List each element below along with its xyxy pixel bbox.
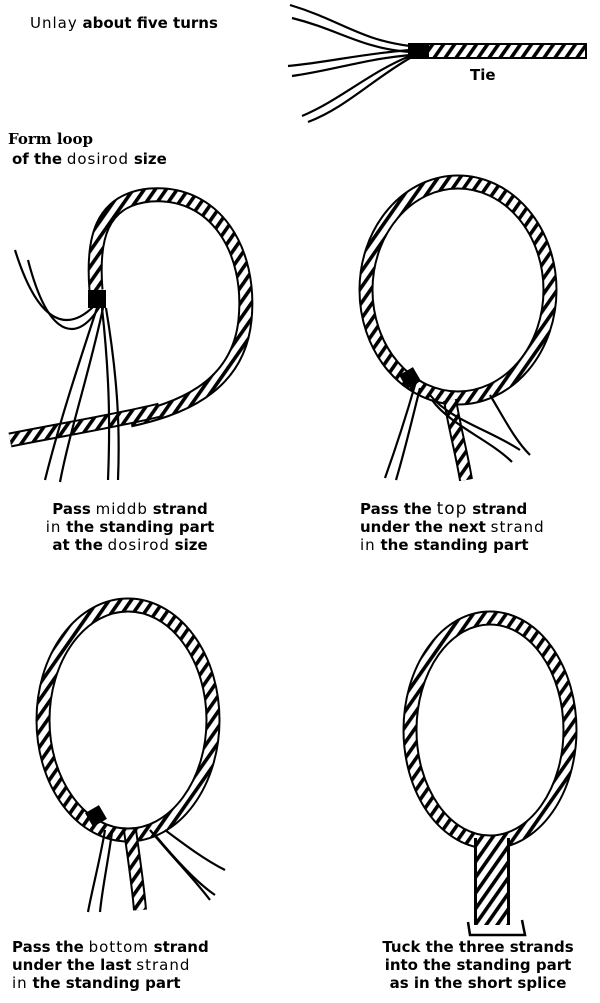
pass-top-caption: Pass the top strand under the next stran… — [360, 500, 545, 554]
pass-top-line1: Pass the top strand — [360, 500, 545, 518]
pass-top-strand-2: strand — [491, 518, 545, 536]
pass-middle-line2: in the standing part — [0, 518, 260, 536]
whipping-tie — [408, 43, 428, 59]
pass-middle-line3: at the dosirod size — [0, 536, 260, 554]
pass-top-standing-part: the standing part — [380, 536, 528, 554]
about-five-turns: about five turns — [83, 14, 218, 32]
pass-middle-in: in — [46, 518, 62, 536]
unlay-caption: Unlay about five turns — [30, 14, 218, 32]
unlaid-rope-figure — [288, 5, 586, 122]
form-loop-dosirod: dosirod — [67, 150, 129, 168]
pass-top-strand-figure — [366, 182, 550, 480]
pass-middle-caption: Pass middb strand in the standing part a… — [0, 500, 260, 554]
pass-middle-at-the: at the — [52, 536, 103, 554]
tuck-line1: Tuck the three strands — [360, 938, 596, 956]
pass-bottom-under-the-last: under the last — [12, 956, 132, 974]
tuck-as-in: as in — [390, 974, 430, 992]
tuck-short-splice: the short splice — [434, 974, 566, 992]
form-loop-size: size — [134, 150, 167, 168]
pass-middle-standing-part: the standing part — [66, 518, 214, 536]
pass-bottom-line1: Pass the bottom strand — [12, 938, 209, 956]
tuck-caption: Tuck the three strands into the standing… — [360, 938, 596, 992]
loose-strands — [288, 5, 410, 122]
pass-top-strand: strand — [472, 500, 527, 518]
pass-bottom-line2: under the last strand — [12, 956, 209, 974]
pass-middle-middb: middb — [96, 500, 148, 518]
pass-bottom-in: in — [12, 974, 28, 992]
pass-top-under-the-next: under the next — [360, 518, 486, 536]
tie-label: Tie — [470, 66, 496, 84]
pass-top-top: top — [437, 499, 468, 519]
unlay-word: Unlay — [30, 14, 78, 32]
tuck-line2: into the standing part — [360, 956, 596, 974]
form-loop-figure — [10, 195, 246, 482]
pass-bottom-line3: in the standing part — [12, 974, 209, 992]
tuck-strands-figure — [410, 618, 570, 935]
pass-middle-size: size — [175, 536, 208, 554]
rope-body — [428, 44, 586, 58]
form-loop-of-the: of the — [12, 150, 62, 168]
pass-bottom-strand: strand — [154, 938, 209, 956]
pass-top-line3: in the standing part — [360, 536, 545, 554]
pass-middle-pass: Pass — [52, 500, 91, 518]
pass-middle-dosirod: dosirod — [108, 536, 170, 554]
pass-top-in: in — [360, 536, 376, 554]
pass-bottom-pass-the: Pass the — [12, 938, 84, 956]
pass-bottom-bottom: bottom — [89, 938, 149, 956]
pass-top-pass-the: Pass the — [360, 500, 432, 518]
pass-bottom-standing-part: the standing part — [32, 974, 180, 992]
pass-bottom-strand-figure — [43, 605, 225, 912]
form-loop-line2: of the dosirod size — [12, 150, 167, 168]
pass-bottom-strand-2: strand — [136, 956, 190, 974]
pass-middle-line1: Pass middb strand — [0, 500, 260, 518]
pass-bottom-caption: Pass the bottom strand under the last st… — [12, 938, 209, 992]
pass-top-line2: under the next strand — [360, 518, 545, 536]
form-loop-line1: Form loop — [8, 130, 93, 148]
pass-middle-strand: strand — [153, 500, 208, 518]
tuck-line3: as in the short splice — [360, 974, 596, 992]
